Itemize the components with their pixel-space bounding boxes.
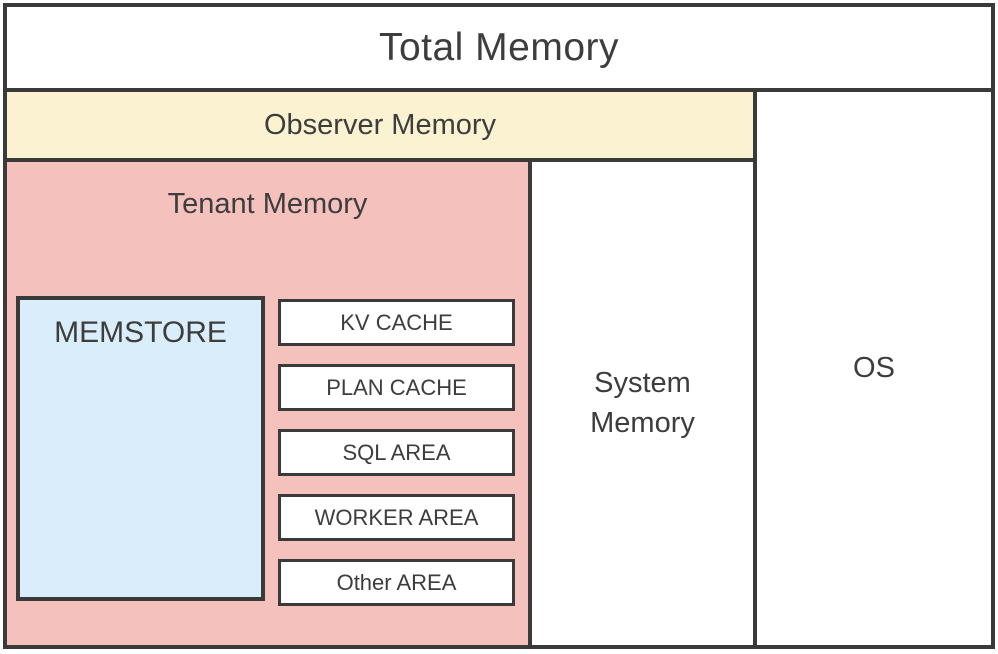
observer-memory-block: Observer Memory (7, 92, 753, 162)
other-area-block: Other AREA (278, 559, 515, 606)
memstore-block: MEMSTORE (16, 296, 265, 601)
worker-area-block: WORKER AREA (278, 494, 515, 541)
os-block: OS (753, 92, 991, 645)
tenant-memory-block: Tenant Memory MEMSTORE KV CACHE PLAN CAC… (7, 162, 532, 645)
memory-body: Observer Memory Tenant Memory MEMSTORE K… (7, 92, 991, 645)
observer-lower-row: Tenant Memory MEMSTORE KV CACHE PLAN CAC… (7, 162, 753, 645)
tenant-memory-title: Tenant Memory (167, 188, 368, 220)
observer-column: Observer Memory Tenant Memory MEMSTORE K… (7, 92, 753, 645)
system-memory-block: System Memory (532, 162, 753, 645)
tenant-area-list: KV CACHE PLAN CACHE SQL AREA WORKER AREA… (278, 296, 515, 606)
sql-area-block: SQL AREA (278, 429, 515, 476)
total-memory-block: Total Memory Observer Memory Tenant Memo… (3, 3, 995, 649)
plan-cache-block: PLAN CACHE (278, 364, 515, 411)
tenant-memory-content: MEMSTORE KV CACHE PLAN CACHE SQL AREA WO… (7, 296, 528, 645)
kv-cache-block: KV CACHE (278, 299, 515, 346)
total-memory-title: Total Memory (7, 7, 991, 92)
